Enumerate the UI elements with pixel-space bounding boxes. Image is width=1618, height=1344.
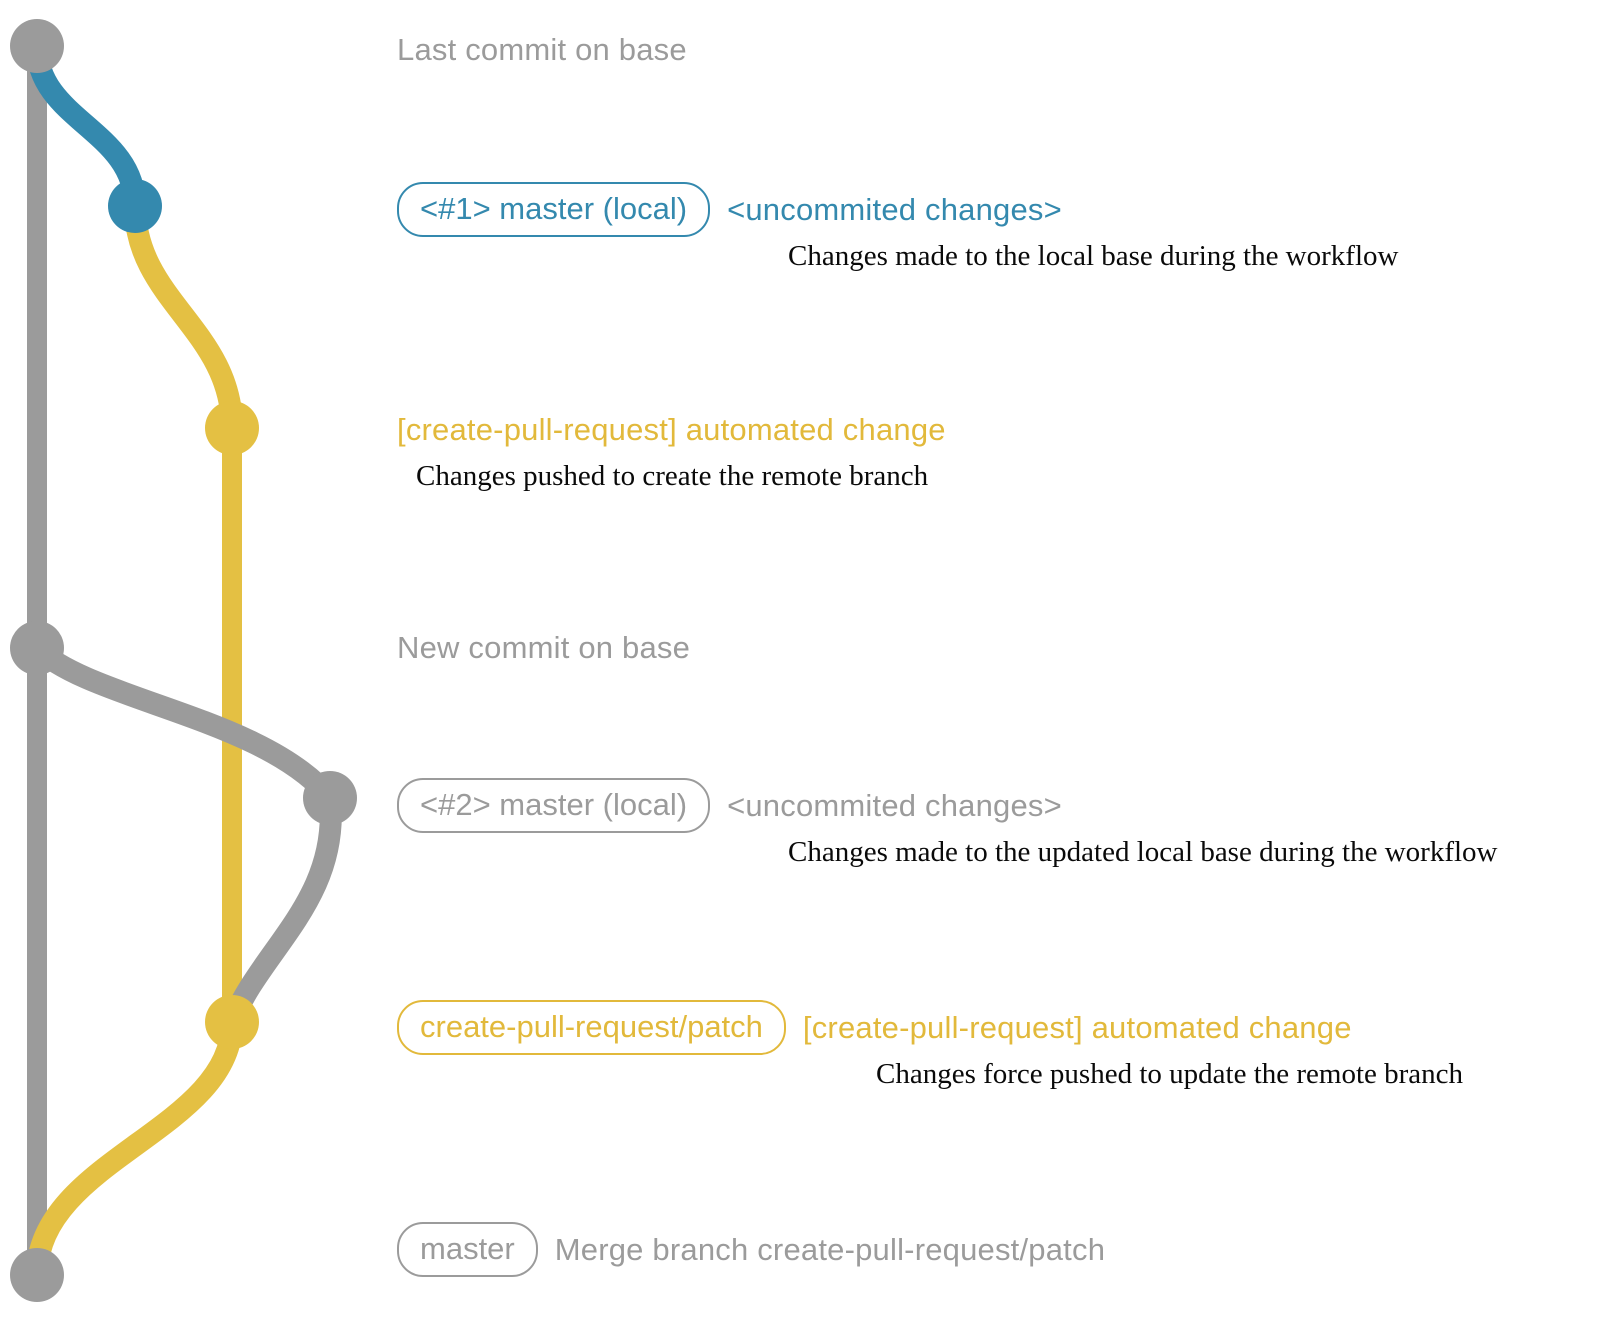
row-new-commit-on-base: New commit on base [397, 630, 690, 666]
badge-create-pull-request-patch[interactable]: create-pull-request/patch [397, 1000, 786, 1055]
row-automated-change-1: [create-pull-request] automated change [397, 412, 946, 448]
badge-master[interactable]: master [397, 1222, 538, 1277]
badge-master-local-2[interactable]: <#2> master (local) [397, 778, 711, 833]
node-last-commit-on-base [10, 19, 64, 73]
commit-message-automated-change-2: [create-pull-request] automated change [802, 1009, 1352, 1045]
description-master-local-2: Changes made to the updated local base d… [788, 836, 1498, 868]
edge-base2-to-local2 [26, 637, 341, 809]
row-last-commit-on-base: Last commit on base [397, 32, 687, 68]
description-automated-change-2: Changes force pushed to update the remot… [876, 1058, 1464, 1090]
node-merge-commit [10, 1248, 64, 1302]
row-master-local-2: <#2> master (local) <uncommited changes> [397, 778, 1062, 833]
node-automated-change-1 [205, 401, 259, 455]
commit-message-last-commit-on-base: Last commit on base [397, 32, 687, 67]
description-automated-change-1: Changes pushed to create the remote bran… [416, 460, 929, 492]
commit-message-master-local-1: <uncommited changes> [727, 191, 1062, 227]
edge-base-to-local1 [26, 35, 146, 217]
commit-message-master-local-2: <uncommited changes> [727, 787, 1062, 823]
commit-message-new-commit-on-base: New commit on base [397, 630, 691, 665]
row-merge-commit: master Merge branch create-pull-request/… [397, 1222, 1105, 1277]
node-new-commit-on-base [10, 621, 64, 675]
row-automated-change-2: create-pull-request/patch [create-pull-r… [397, 1000, 1352, 1055]
commit-message-automated-change-1: [create-pull-request] automated change [397, 412, 946, 447]
row-master-local-1: <#1> master (local) <uncommited changes> [397, 182, 1062, 237]
description-master-local-1: Changes made to the local base during th… [788, 240, 1399, 272]
commit-graph [10, 19, 357, 1302]
edge-patch2-to-merge [26, 1011, 243, 1286]
node-master-local-1 [108, 179, 162, 233]
badge-master-local-1[interactable]: <#1> master (local) [397, 182, 711, 237]
node-master-local-2 [303, 771, 357, 825]
node-automated-change-2 [205, 995, 259, 1049]
edge-local2-to-patch2 [221, 787, 342, 1033]
edge-local1-to-patch1 [124, 195, 243, 439]
commit-message-merge-commit: Merge branch create-pull-request/patch [554, 1231, 1106, 1267]
